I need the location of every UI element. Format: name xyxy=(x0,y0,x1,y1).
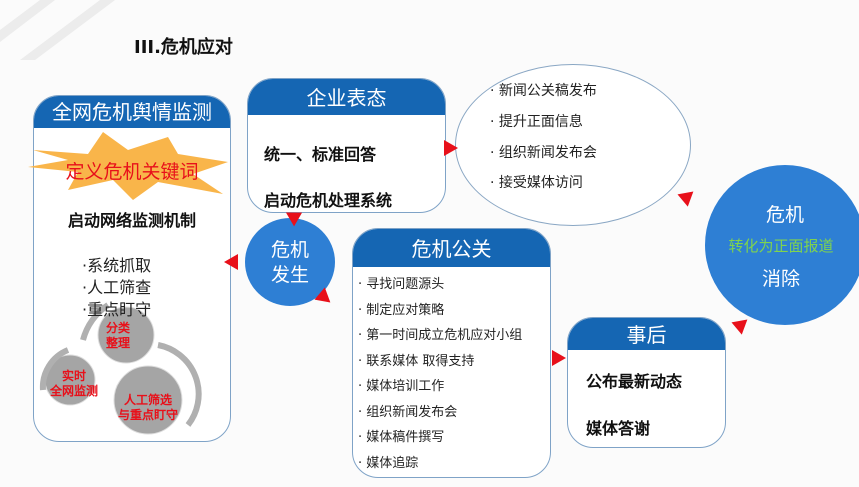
arrow-icon xyxy=(677,185,699,207)
after-line: 媒体答谢 xyxy=(586,419,651,438)
gear-label: 分类 整理 xyxy=(106,321,131,350)
media-item: · 提升正面信息 xyxy=(490,114,583,130)
pr-box: 危机公关 xyxy=(352,228,551,478)
arrow-icon xyxy=(552,350,566,366)
gears-icon xyxy=(39,302,202,435)
after-header: 事后 xyxy=(568,318,725,352)
media-item: · 接受媒体访问 xyxy=(490,175,583,191)
media-item: · 新闻公关稿发布 xyxy=(490,83,597,99)
stance-header: 企业表态 xyxy=(248,79,445,117)
pr-item: · 寻找问题源头 xyxy=(358,277,445,292)
arrow-icon xyxy=(444,140,458,156)
pr-item: · 制定应对策略 xyxy=(358,303,445,318)
pr-item: · 组织新闻发布会 xyxy=(358,405,458,420)
result-line3: 消除 xyxy=(761,268,800,290)
monitor-bullet: ·系统抓取 xyxy=(82,256,152,275)
media-ellipse xyxy=(455,64,691,226)
decorative-stripes xyxy=(0,0,115,60)
occur-line: 发生 xyxy=(270,264,309,286)
gear-label: 实时 全网监测 xyxy=(50,369,99,398)
pr-item: · 媒体培训工作 xyxy=(358,379,445,394)
pr-item: · 第一时间成立危机应对小组 xyxy=(358,328,523,343)
stance-line: 统一、标准回答 xyxy=(264,145,377,164)
crisis-occur-circle: 危机 发生 xyxy=(245,218,335,306)
result-circle: 危机 转化为正面报道 消除 xyxy=(705,165,859,325)
stance-box: 企业表态 统一、标准回答 启动危机处理系统 xyxy=(247,78,446,213)
stance-line: 启动危机处理系统 xyxy=(264,191,393,210)
after-box: 事后 公布最新动态 媒体答谢 xyxy=(567,317,726,448)
page-title: III.危机应对 xyxy=(134,37,233,58)
pr-item: · 媒体追踪 xyxy=(358,456,419,471)
media-item: · 组织新闻发布会 xyxy=(490,145,597,161)
monitor-bullet: ·重点盯守 xyxy=(82,300,152,319)
after-line: 公布最新动态 xyxy=(586,372,683,391)
monitor-bullets: ·系统抓取 ·人工筛查 ·重点盯守 xyxy=(82,255,151,321)
pr-item: · 联系媒体 取得支持 xyxy=(358,354,475,369)
starburst-icon xyxy=(28,132,228,200)
mechanism-label: 启动网络监测机制 xyxy=(67,211,196,230)
pr-header: 危机公关 xyxy=(353,229,550,269)
arrow-icon xyxy=(224,254,238,270)
result-line1: 危机 xyxy=(765,204,804,226)
gear-label: 人工筛选 与重点盯守 xyxy=(118,393,179,422)
pr-item: · 媒体稿件撰写 xyxy=(358,430,445,445)
keyword-label: 定义危机关键词 xyxy=(65,161,199,183)
monitor-bullet: ·人工筛查 xyxy=(82,278,152,297)
occur-line: 危机 xyxy=(270,239,309,261)
result-line2: 转化为正面报道 xyxy=(728,237,834,255)
monitor-header: 全网危机舆情监测 xyxy=(34,96,230,130)
